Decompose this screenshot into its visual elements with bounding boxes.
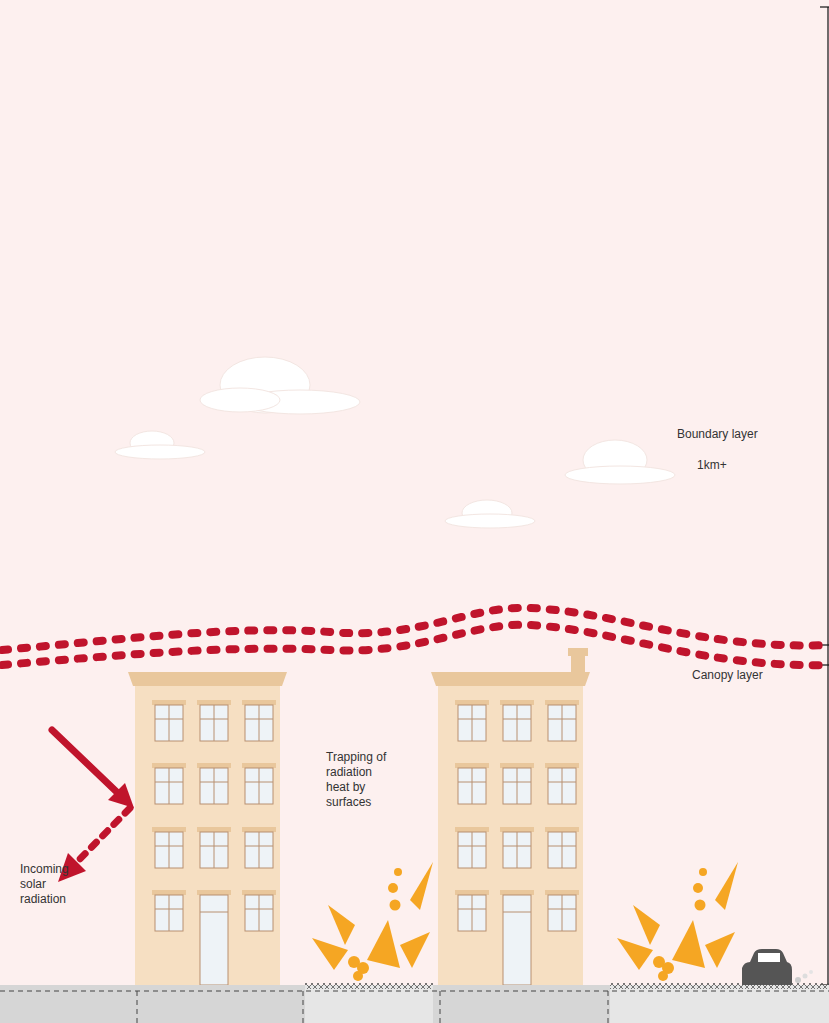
layer-label: Canopy layer (692, 668, 792, 683)
callout-note: Incoming solar radiation (20, 862, 90, 907)
callout-note: Trapping of radiation heat by surfaces (326, 750, 398, 810)
layer-label: Boundary layer (677, 427, 787, 442)
dimension-label: 1km+ (697, 458, 757, 473)
